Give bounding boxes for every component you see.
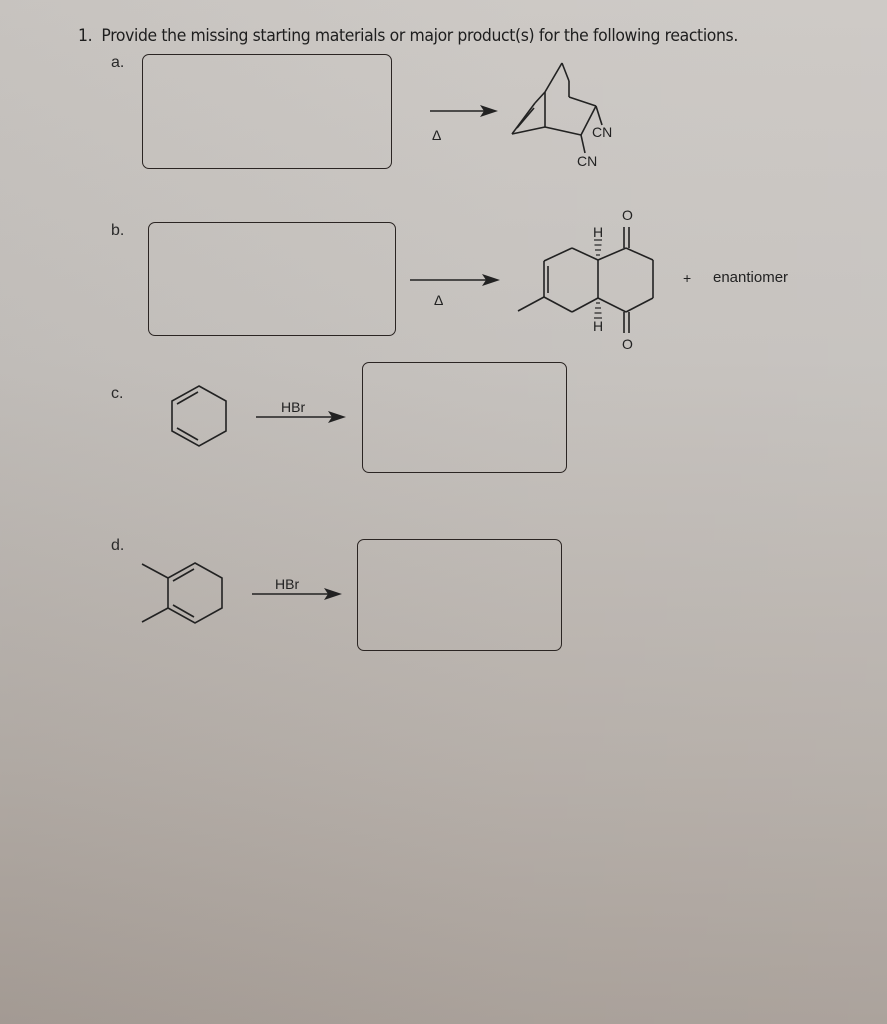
reaction-b-label: b. bbox=[111, 222, 125, 239]
reaction-b-product-structure bbox=[517, 227, 654, 333]
question-number: 1. bbox=[78, 26, 93, 46]
reaction-d-reactant-structure bbox=[141, 562, 223, 624]
reaction-b-arrow bbox=[410, 274, 500, 286]
reaction-b-heat: Δ bbox=[434, 292, 444, 308]
reaction-b-answer-box[interactable] bbox=[148, 222, 396, 336]
reaction-d-label: d. bbox=[111, 537, 125, 554]
reaction-a-product-structure bbox=[511, 62, 603, 154]
question-text: Provide the missing starting materials o… bbox=[101, 26, 738, 46]
reaction-b-enantiomer-text: enantiomer bbox=[713, 269, 789, 286]
question-heading: 1. Provide the missing starting material… bbox=[78, 26, 738, 46]
reaction-b-o-label-top: O bbox=[622, 207, 633, 223]
reaction-b-plus: + bbox=[683, 270, 692, 286]
reaction-c-arrow bbox=[256, 411, 346, 423]
reaction-b-h-label-top: H bbox=[593, 224, 604, 240]
reaction-b-h-label-bottom: H bbox=[593, 318, 604, 334]
reaction-d-answer-box[interactable] bbox=[357, 539, 562, 651]
reaction-c-label: c. bbox=[111, 385, 124, 402]
reaction-a-cn-label-1: CN bbox=[592, 124, 613, 140]
reaction-a-heat: Δ bbox=[432, 127, 442, 143]
reaction-a-answer-box[interactable] bbox=[142, 54, 392, 169]
reaction-d-arrow bbox=[252, 588, 342, 600]
reaction-c-reagent: HBr bbox=[281, 399, 306, 415]
reaction-a-cn-label-2: CN bbox=[577, 153, 598, 169]
reaction-a-label: a. bbox=[111, 54, 125, 71]
reaction-a-arrow bbox=[430, 105, 498, 117]
reaction-c-answer-box[interactable] bbox=[362, 362, 567, 473]
reaction-b-o-label-bottom: O bbox=[622, 336, 633, 352]
reaction-d-reagent: HBr bbox=[275, 576, 300, 592]
reaction-c-reactant-structure bbox=[171, 385, 227, 447]
